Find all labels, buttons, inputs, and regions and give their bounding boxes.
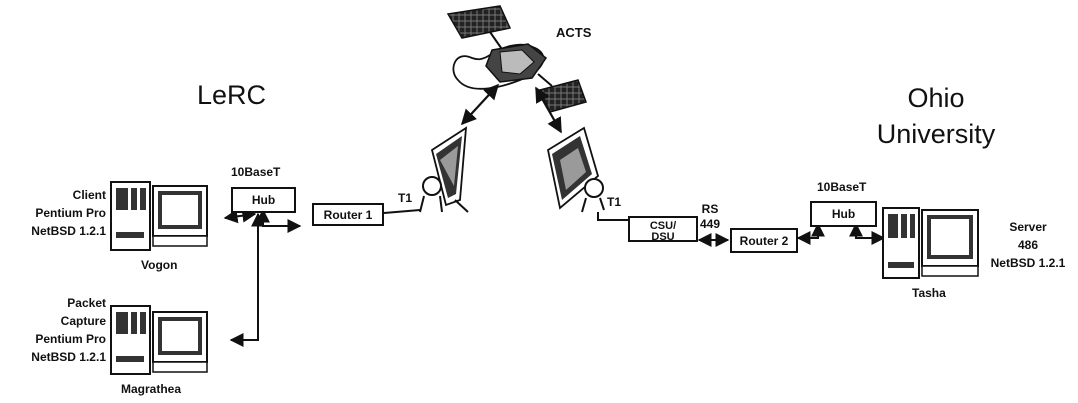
ohio-wiring (597, 212, 886, 247)
dsu-label: DSU (651, 231, 675, 242)
lerc-site-title: LeRC (197, 80, 267, 110)
lerc-ground-station-icon (419, 126, 469, 213)
server-label: Server 486 NetBSD 1.2.1 (982, 218, 1074, 272)
router-1-label: Router 1 (323, 207, 373, 222)
lerc-hub-network-label: 10BaseT (231, 165, 281, 179)
lerc-wiring (223, 208, 421, 347)
capture-line2: Capture (60, 314, 106, 328)
server-name: Tasha (912, 286, 946, 300)
rs449-line2: 449 (699, 217, 721, 231)
ohio-site-title: Ohio University (866, 80, 1006, 152)
uplink-arrow-right (535, 86, 562, 134)
uplink-arrow-left (460, 83, 500, 126)
capture-name: Magrathea (121, 382, 182, 396)
router-2-label: Router 2 (739, 233, 789, 248)
rs449-line1: RS (701, 202, 719, 216)
ohio-ground-station-icon (546, 126, 605, 213)
server-line2: 486 (1017, 238, 1039, 252)
lerc-hub-label: Hub (251, 193, 276, 207)
capture-line3: Pentium Pro (35, 332, 106, 346)
client-line2: Pentium Pro (35, 206, 106, 220)
client-line3: NetBSD 1.2.1 (31, 224, 106, 238)
client-label: Client Pentium Pro NetBSD 1.2.1 (20, 186, 106, 240)
client-computer-icon (110, 181, 208, 251)
ohio-hub-box: Hub (810, 201, 877, 227)
ohio-title-line1: Ohio (907, 83, 965, 113)
rs449-label: RS 449 (697, 202, 723, 232)
server-line1: Server (1009, 220, 1047, 234)
csu-dsu-box: CSU/ DSU (628, 216, 698, 242)
capture-line4: NetBSD 1.2.1 (31, 350, 106, 364)
server-line3: NetBSD 1.2.1 (990, 256, 1066, 270)
client-line1: Client (72, 188, 106, 202)
capture-label: Packet Capture Pentium Pro NetBSD 1.2.1 (10, 294, 106, 366)
ohio-title-line2: University (876, 119, 996, 149)
router-1-box: Router 1 (312, 203, 384, 226)
server-computer-icon (882, 207, 979, 279)
satellite-icon (446, 5, 587, 113)
router-2-box: Router 2 (730, 228, 798, 253)
capture-computer-icon (110, 305, 208, 375)
capture-line1: Packet (67, 296, 106, 310)
csu-label: CSU/ (649, 220, 677, 232)
ohio-t1-label: T1 (607, 195, 622, 209)
satellite-label: ACTS (556, 25, 592, 40)
lerc-t1-label: T1 (398, 191, 413, 205)
ohio-hub-network-label: 10BaseT (817, 180, 867, 194)
lerc-hub-box: Hub (231, 187, 296, 213)
client-name: Vogon (141, 258, 178, 272)
ohio-hub-label: Hub (831, 207, 856, 221)
